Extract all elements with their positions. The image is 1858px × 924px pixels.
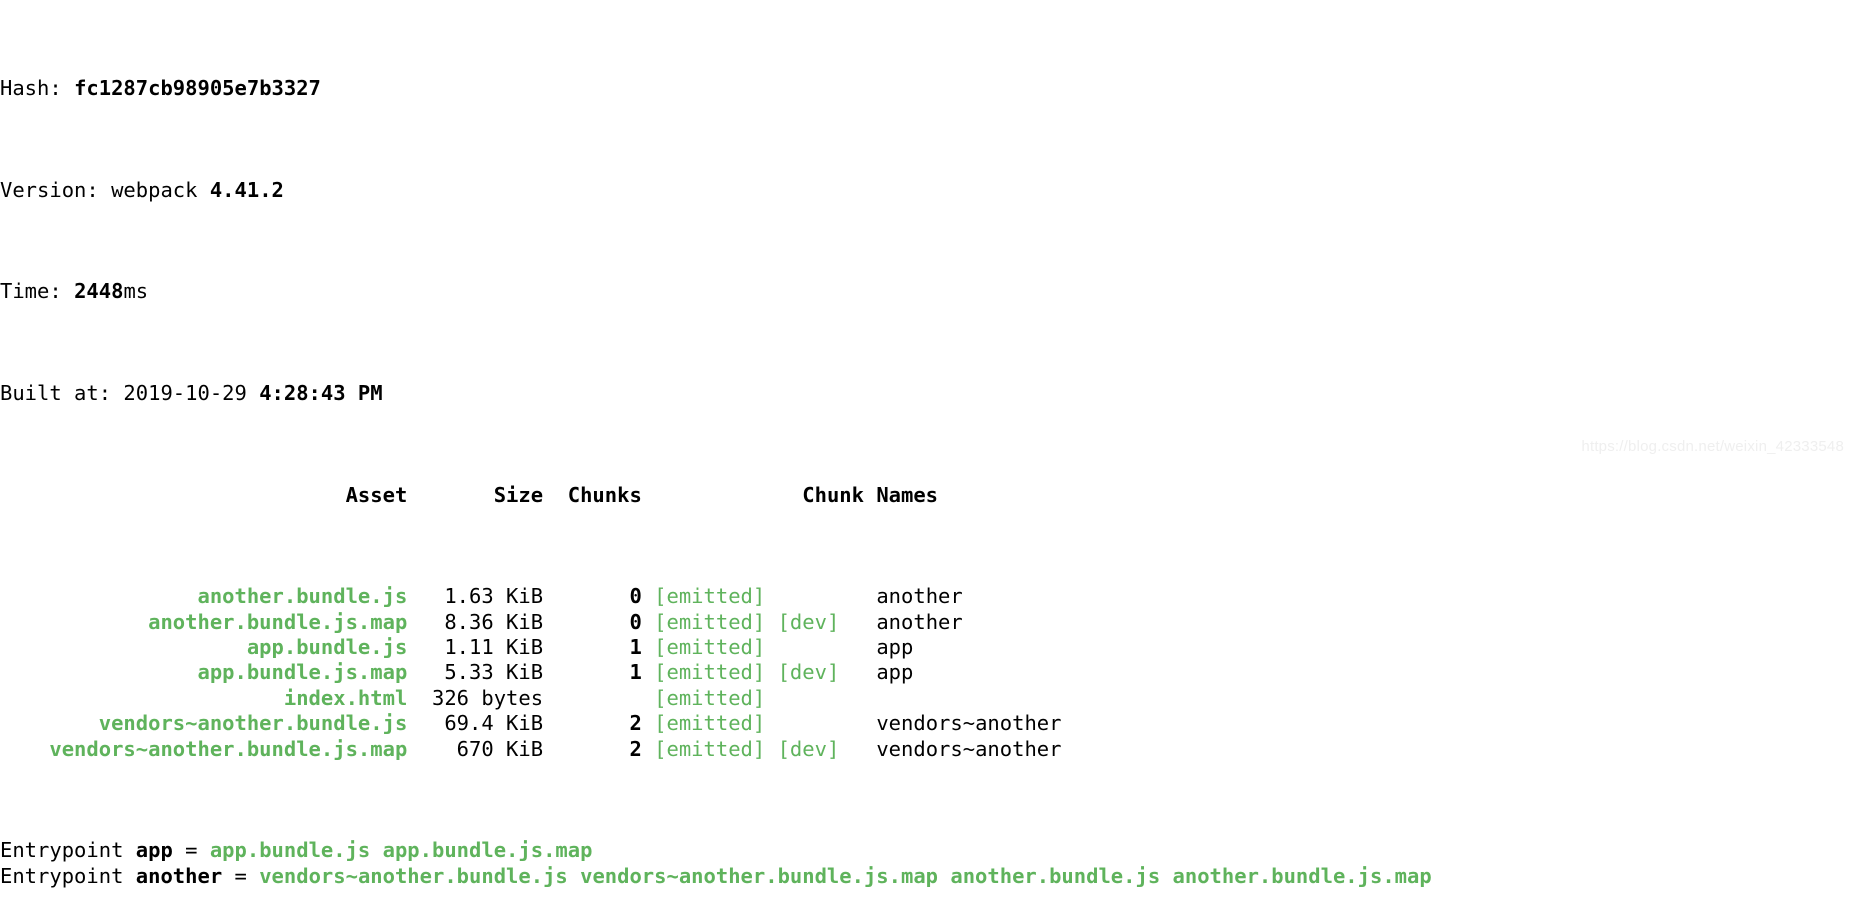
built-at-time: 4:28:43 PM: [259, 381, 383, 406]
built-at-date: 2019-10-29: [123, 381, 260, 406]
flags-gap: [642, 610, 654, 634]
asset-row: app.bundle.js.map 5.33 KiB 1 [emitted] […: [0, 660, 1858, 685]
column-header-asset: Asset: [0, 482, 408, 507]
asset-chunk-names: another: [876, 609, 963, 634]
built-at-line: Built at: 2019-10-29 4:28:43 PM: [0, 381, 1858, 406]
watermark: https://blog.csdn.net/weixin_42333548: [1581, 437, 1844, 455]
asset-name: app.bundle.js: [0, 635, 408, 660]
asset-size: 8.36 KiB: [407, 609, 544, 634]
asset-table-body: another.bundle.js 1.63 KiB 0 [emitted] a…: [0, 584, 1858, 762]
flags-gap: [642, 686, 654, 710]
asset-chunk-names: app: [876, 635, 914, 660]
flags-gap: [642, 635, 654, 659]
asset-name: app.bundle.js.map: [0, 660, 408, 685]
asset-dev-flag: [dev]: [777, 609, 840, 634]
entrypoint-label: Entrypoint: [0, 838, 136, 863]
column-header-chunk-names: Chunk Names: [802, 482, 939, 507]
asset-chunk-names: another: [876, 584, 963, 609]
asset-emitted-flag: [emitted]: [654, 736, 766, 761]
chunk-names-gap: [765, 686, 876, 710]
asset-emitted-flag: [emitted]: [654, 660, 766, 685]
asset-size: 69.4 KiB: [407, 711, 544, 736]
chunk-names-gap: [839, 737, 876, 761]
asset-chunk-id: 1: [543, 660, 642, 685]
asset-row: another.bundle.js.map 8.36 KiB 0 [emitte…: [0, 610, 1858, 635]
asset-name: index.html: [0, 685, 408, 710]
version-value: 4.41.2: [209, 177, 284, 202]
asset-name: vendors~another.bundle.js: [0, 711, 408, 736]
entrypoint-equals: =: [172, 838, 210, 863]
asset-row: index.html 326 bytes [emitted]: [0, 686, 1858, 711]
flags-gap: [642, 660, 654, 684]
entrypoint-row: Entrypoint app = app.bundle.js app.bundl…: [0, 838, 1858, 863]
entrypoint-equals: =: [222, 863, 260, 888]
asset-emitted-flag: [emitted]: [654, 635, 766, 660]
time-line: Time: 2448ms: [0, 279, 1858, 304]
asset-size: 326 bytes: [407, 685, 544, 710]
entrypoint-list: Entrypoint app = app.bundle.js app.bundl…: [0, 838, 1858, 889]
chunk-names-gap: [765, 635, 876, 659]
asset-emitted-flag: [emitted]: [654, 685, 766, 710]
entrypoint-name: another: [135, 863, 223, 888]
time-unit: ms: [123, 279, 149, 304]
asset-emitted-flag: [emitted]: [654, 584, 766, 609]
terminal-output: Hash: fc1287cb98905e7b3327 Version: webp…: [0, 76, 1858, 887]
asset-dev-flag: [dev]: [777, 736, 840, 761]
asset-chunk-id: 0: [543, 609, 642, 634]
version-line: Version: webpack 4.41.2: [0, 178, 1858, 203]
asset-chunk-names: vendors~another: [876, 736, 1062, 761]
version-label: Version: webpack: [0, 177, 210, 202]
hash-value: fc1287cb98905e7b3327: [74, 76, 321, 101]
entrypoint-label: Entrypoint: [0, 863, 136, 888]
hash-line: Hash: fc1287cb98905e7b3327: [0, 76, 1858, 101]
flags-gap: [642, 711, 654, 735]
asset-size: 1.11 KiB: [407, 635, 544, 660]
chunk-names-gap: [765, 711, 876, 735]
column-header-chunks: Chunks: [543, 482, 642, 507]
asset-row: another.bundle.js 1.63 KiB 0 [emitted] a…: [0, 584, 1858, 609]
flags-gap: [642, 737, 654, 761]
asset-row: vendors~another.bundle.js.map 670 KiB 2 …: [0, 737, 1858, 762]
chunk-names-gap: [839, 660, 876, 684]
asset-name: another.bundle.js: [0, 584, 408, 609]
column-header-gap: [642, 483, 802, 507]
asset-chunk-names: app: [876, 660, 914, 685]
asset-size: 1.63 KiB: [407, 584, 544, 609]
asset-chunk-id: 2: [543, 736, 642, 761]
built-at-label: Built at:: [0, 381, 124, 406]
asset-emitted-flag: [emitted]: [654, 609, 766, 634]
asset-row: vendors~another.bundle.js 69.4 KiB 2 [em…: [0, 711, 1858, 736]
asset-row: app.bundle.js 1.11 KiB 1 [emitted] app: [0, 635, 1858, 660]
flag-separator: [765, 660, 777, 684]
asset-chunk-id: [543, 686, 642, 710]
flag-separator: [765, 610, 777, 634]
entrypoint-name: app: [135, 838, 173, 863]
asset-chunk-id: 2: [543, 711, 642, 736]
asset-chunk-id: 1: [543, 635, 642, 660]
flags-gap: [642, 584, 654, 608]
time-value: 2448: [74, 279, 124, 304]
chunk-names-gap: [839, 610, 876, 634]
hash-label: Hash:: [0, 76, 75, 101]
table-header-row: Asset Size Chunks Chunk Names: [0, 483, 1858, 508]
flag-separator: [765, 737, 777, 761]
asset-dev-flag: [dev]: [777, 660, 840, 685]
entrypoint-files: vendors~another.bundle.js vendors~anothe…: [259, 863, 1432, 888]
asset-name: vendors~another.bundle.js.map: [0, 736, 408, 761]
asset-chunk-names: vendors~another: [876, 711, 1062, 736]
chunk-names-gap: [765, 584, 876, 608]
time-label: Time:: [0, 279, 75, 304]
asset-name: another.bundle.js.map: [0, 609, 408, 634]
column-header-size: Size: [407, 482, 544, 507]
asset-emitted-flag: [emitted]: [654, 711, 766, 736]
asset-chunk-id: 0: [543, 584, 642, 609]
asset-size: 670 KiB: [407, 736, 544, 761]
entrypoint-files: app.bundle.js app.bundle.js.map: [209, 838, 593, 863]
asset-size: 5.33 KiB: [407, 660, 544, 685]
entrypoint-row: Entrypoint another = vendors~another.bun…: [0, 864, 1858, 889]
